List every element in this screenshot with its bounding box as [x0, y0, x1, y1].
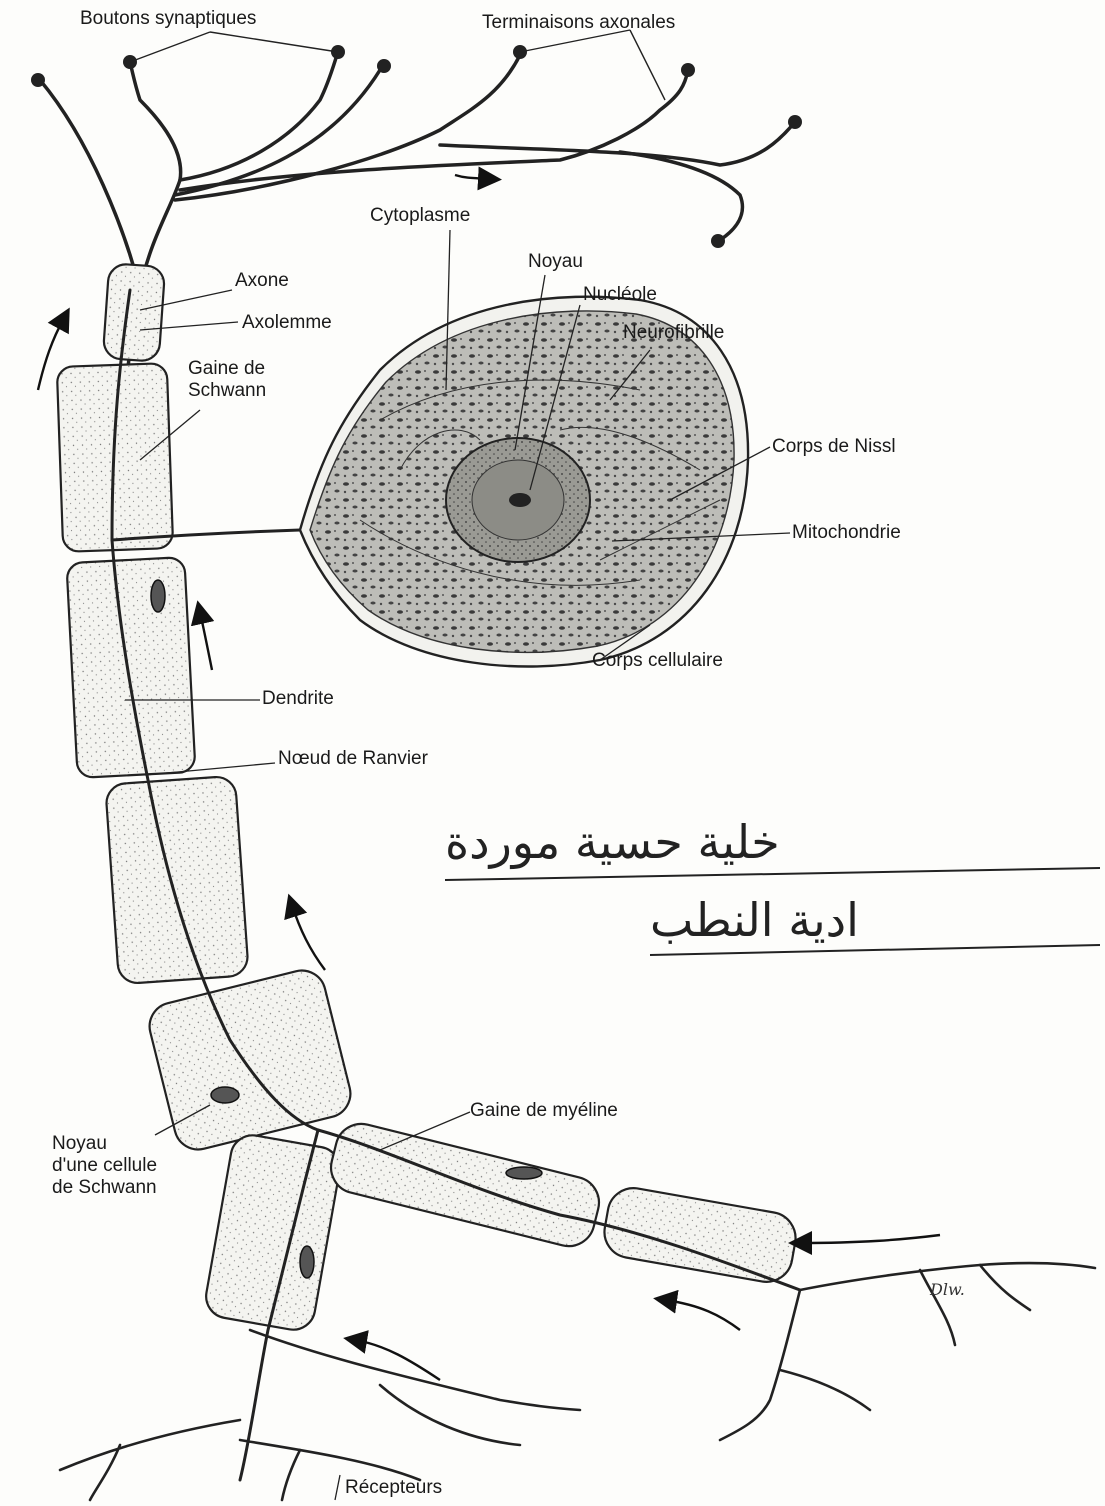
- label-noyau-cellule-schwann: Noyau d'une cellule de Schwann: [52, 1133, 157, 1199]
- label-terminaisons-axonales: Terminaisons axonales: [482, 12, 675, 34]
- label-mitochondrie: Mitochondrie: [792, 522, 901, 544]
- label-dendrite: Dendrite: [262, 688, 334, 710]
- label-corps-nissl: Corps de Nissl: [772, 436, 896, 458]
- handwritten-note-line1: خلية حسية موردة: [445, 815, 1095, 869]
- handwritten-note-line2: ادية النطب: [650, 893, 1095, 947]
- label-noyau: Noyau: [528, 251, 583, 273]
- label-leaders-top: [130, 30, 665, 100]
- label-gaine-schwann: Gaine de Schwann: [188, 358, 266, 402]
- label-cytoplasme: Cytoplasme: [370, 205, 470, 227]
- label-axolemme: Axolemme: [242, 312, 332, 334]
- label-gaine-myeline: Gaine de myéline: [470, 1100, 618, 1122]
- label-axone: Axone: [235, 270, 289, 292]
- cell-body: [300, 297, 748, 667]
- label-noeud-ranvier: Nœud de Ranvier: [278, 748, 428, 770]
- label-nucleole: Nucléole: [583, 284, 657, 306]
- artist-signature: Dlw.: [930, 1280, 965, 1299]
- label-boutons-synaptiques: Boutons synaptiques: [80, 8, 256, 30]
- label-neurofibrille: Neurofibrille: [623, 322, 724, 344]
- label-recepteurs: Récepteurs: [345, 1477, 442, 1499]
- label-corps-cellulaire: Corps cellulaire: [592, 650, 723, 672]
